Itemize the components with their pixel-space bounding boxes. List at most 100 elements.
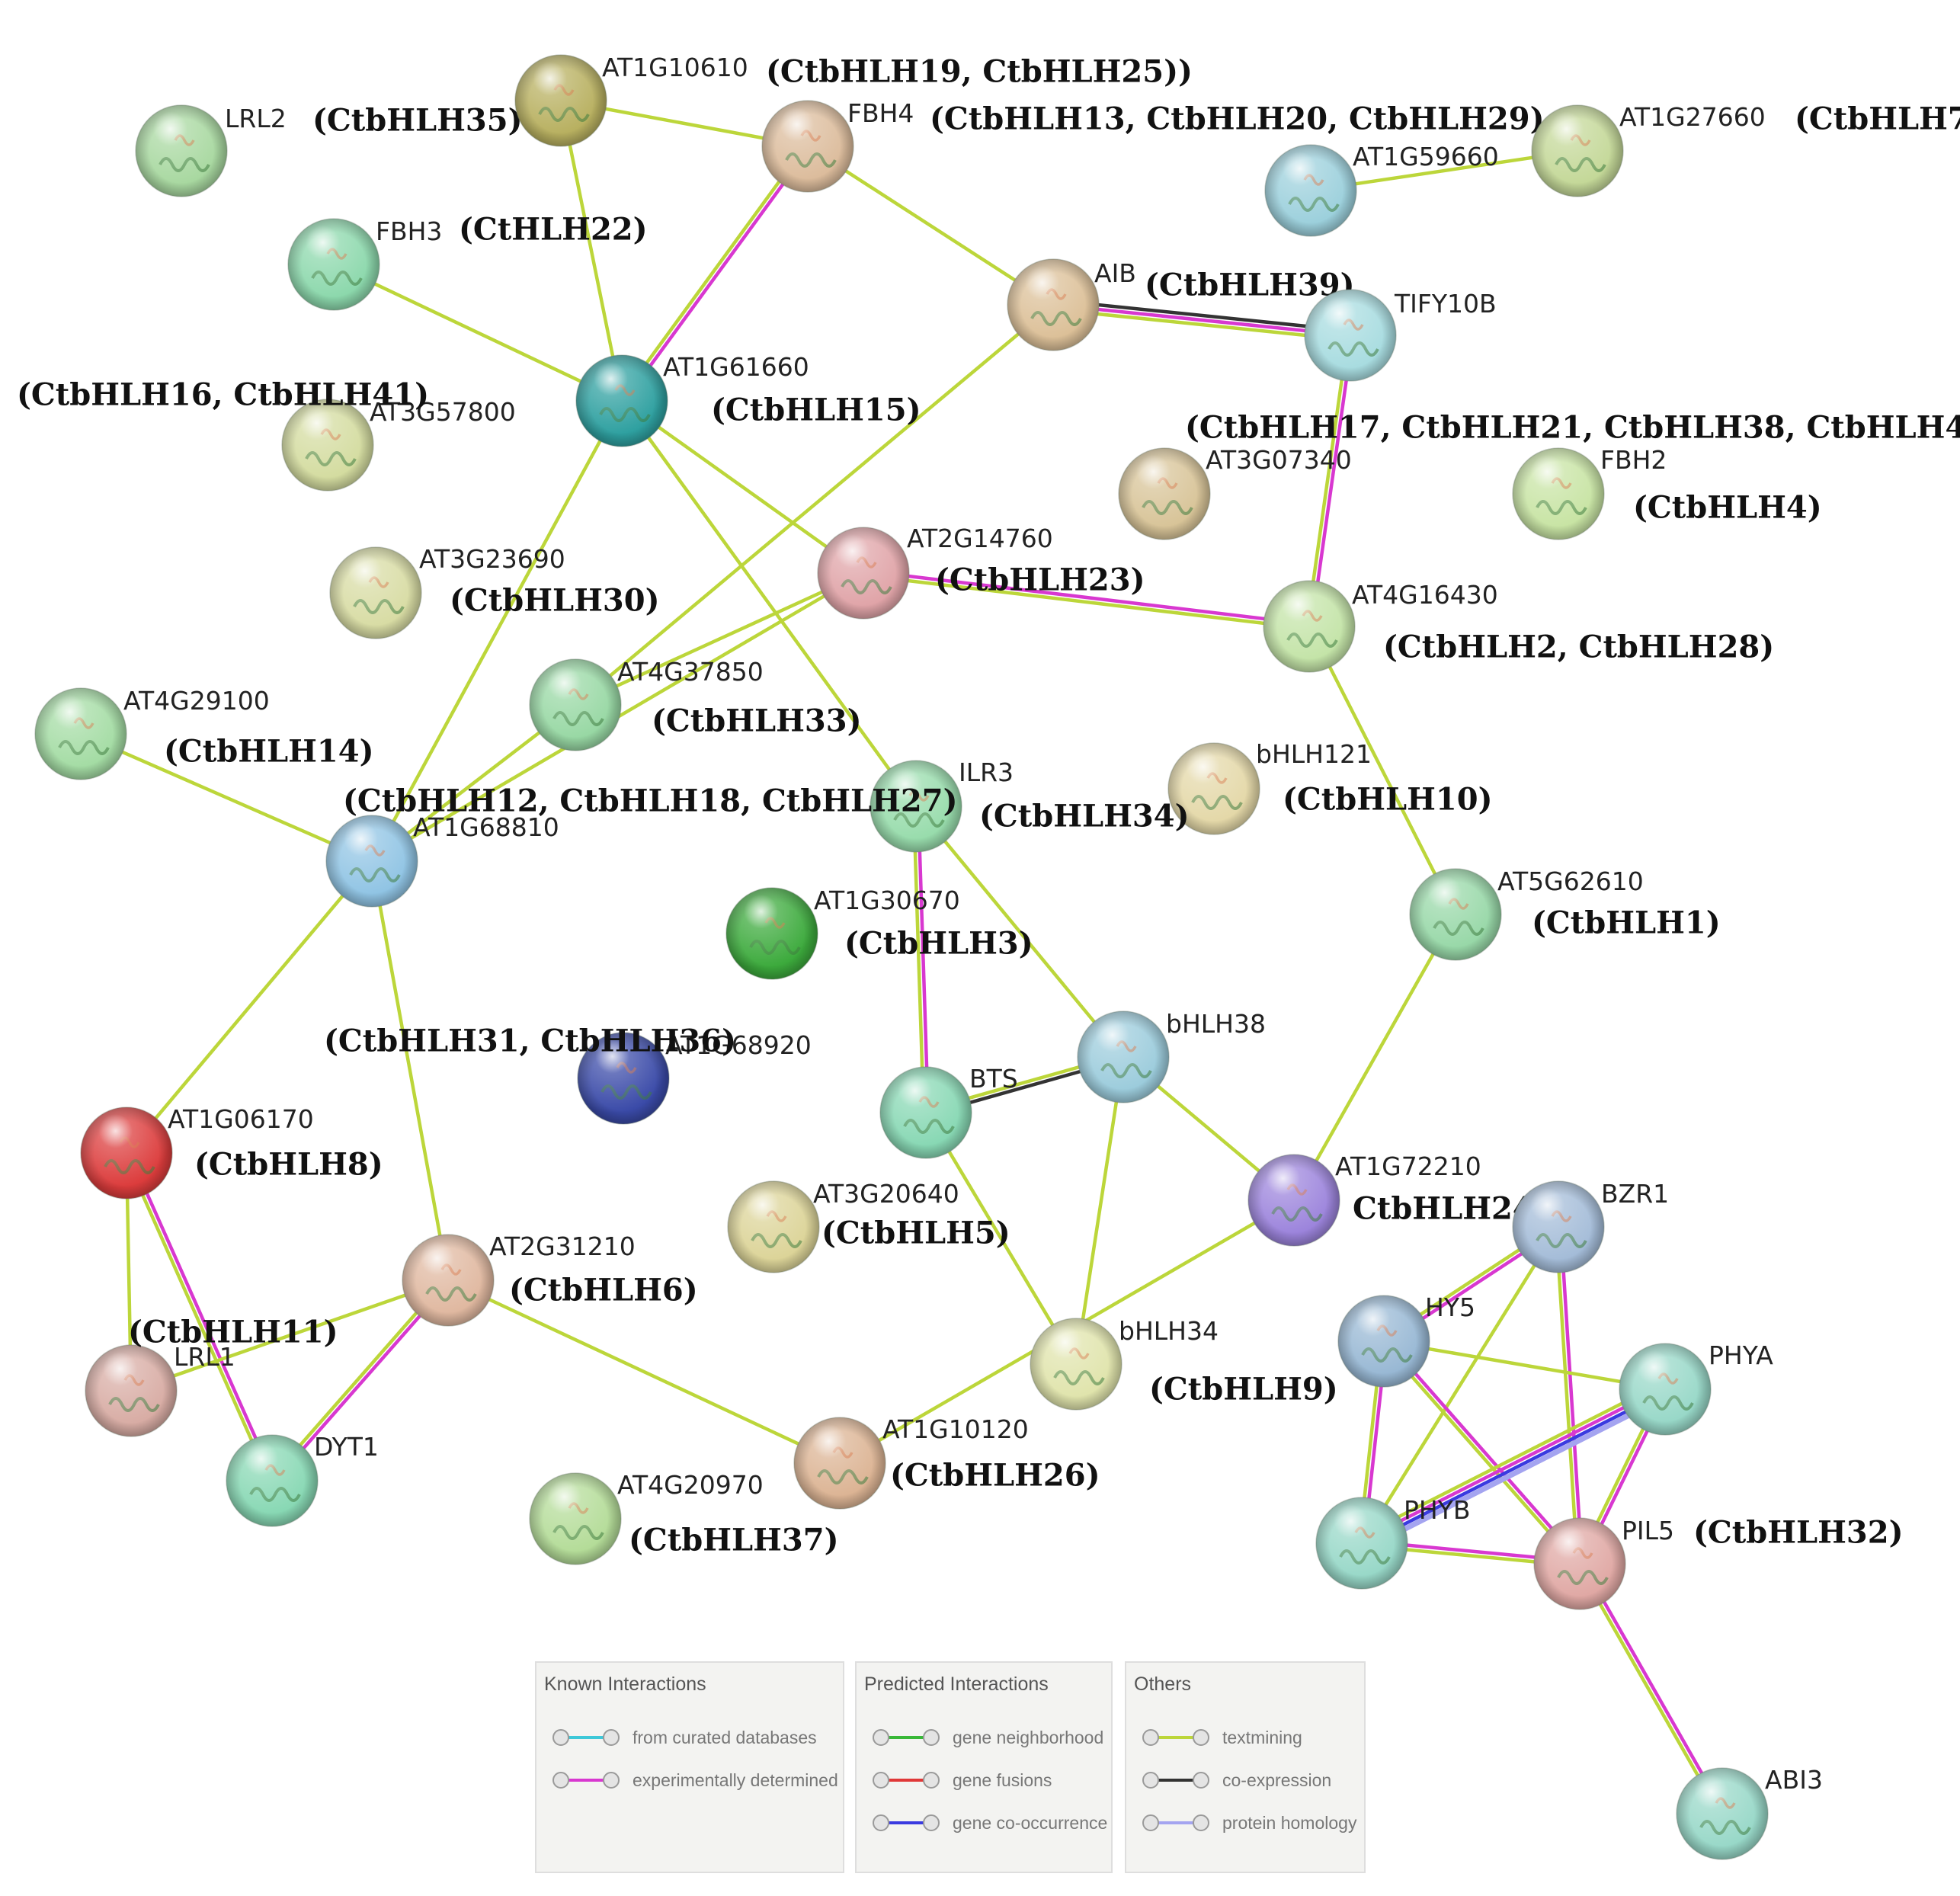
protein-node[interactable]: AT3G23690(CtbHLH30): [329, 544, 660, 639]
protein-node[interactable]: AT2G14760(CtbHLH23): [817, 524, 1145, 620]
protein-node[interactable]: PHYA: [1619, 1340, 1773, 1436]
experimental-edge: [1384, 1337, 1584, 1565]
protein-node[interactable]: AT1G59660: [1264, 142, 1499, 237]
protein-node[interactable]: bHLH34(CtbHLH9): [1030, 1316, 1338, 1411]
protein-node[interactable]: AT1G10610(CtbHLH19, CtbHLH25)): [514, 53, 1193, 147]
protein-node[interactable]: PHYB: [1315, 1495, 1471, 1590]
protein-node[interactable]: ABI3: [1676, 1765, 1823, 1860]
interaction-edge[interactable]: [1356, 1381, 1671, 1552]
protein-node[interactable]: BZR1: [1512, 1179, 1669, 1273]
interaction-edge[interactable]: [1360, 1225, 1561, 1545]
interaction-edge[interactable]: [1074, 1055, 1126, 1366]
interaction-edge[interactable]: [78, 732, 374, 863]
protein-node[interactable]: AT4G37850(CtbHLH33): [529, 657, 862, 751]
ctbhlh-annotation: (CtbHLH10): [1283, 782, 1493, 818]
ctbhlh-annotation: (CtbHLH11): [128, 1315, 338, 1350]
protein-node[interactable]: AT2G31210(CtbHLH6): [402, 1231, 698, 1327]
interaction-edge[interactable]: [1382, 1339, 1667, 1392]
protein-node[interactable]: AT1G68920(CtbHLH31, CtbHLH36): [324, 1023, 812, 1125]
interaction-edge[interactable]: [1292, 912, 1458, 1203]
interaction-edge[interactable]: [446, 1278, 842, 1465]
sphere-highlight: [575, 354, 668, 447]
interaction-edge[interactable]: [573, 571, 866, 707]
protein-node[interactable]: PIL5(CtbHLH32): [1533, 1515, 1904, 1610]
sphere-highlight: [1676, 1767, 1769, 1860]
interaction-edge[interactable]: [129, 1278, 450, 1393]
legend-label: experimentally determined: [633, 1769, 838, 1790]
swatch-node: [1142, 1729, 1159, 1746]
interaction-edge[interactable]: [573, 303, 1055, 707]
textmining-edge: [620, 399, 866, 575]
protein-node[interactable]: bHLH38: [1077, 1009, 1266, 1103]
protein-node[interactable]: TIFY10B(CtbHLH17, CtbHLH21, CtbHLH38, Ct…: [1185, 289, 1960, 446]
ctbhlh-annotation: (CtHLH22): [459, 212, 648, 248]
gene-label: AT1G59660: [1353, 142, 1499, 171]
protein-node[interactable]: AT3G07340: [1118, 445, 1352, 540]
protein-node[interactable]: AT4G29100(CtbHLH14): [34, 686, 374, 780]
protein-node[interactable]: LRL1(CtbHLH11): [85, 1315, 338, 1437]
interaction-edge[interactable]: [124, 859, 374, 1155]
interaction-edge[interactable]: [1305, 333, 1355, 629]
interaction-edge[interactable]: [914, 804, 1126, 1059]
protein-node[interactable]: AT1G10120(CtbHLH26): [793, 1414, 1100, 1510]
protein-node[interactable]: AT4G16430(CtbHLH2, CtbHLH28): [1263, 580, 1774, 673]
textmining-edge: [1051, 307, 1352, 342]
ctbhlh-annotation: (CtbHLH5): [821, 1215, 1010, 1251]
textmining-edge: [1356, 1381, 1664, 1539]
protein-node[interactable]: FBH4(CtbHLH13, CtbHLH20, CtbHLH29): [761, 98, 1545, 193]
interaction-edge[interactable]: [1307, 624, 1458, 917]
protein-node[interactable]: FBH2(CtbHLH4): [1512, 445, 1822, 540]
legend-title: Predicted Interactions: [864, 1673, 1049, 1695]
protein-node[interactable]: AT1G68810(CtbHLH12, CtbHLH18, CtbHLH27): [325, 783, 958, 908]
interaction-edge[interactable]: [620, 399, 918, 809]
protein-node[interactable]: AT1G06170(CtbHLH8): [80, 1104, 383, 1199]
protein-node[interactable]: AT5G62610(CtbHLH1): [1409, 866, 1721, 961]
protein-node[interactable]: FBH3(CtHLH22): [287, 212, 648, 311]
sphere-highlight: [1304, 289, 1397, 382]
protein-node[interactable]: HY5: [1337, 1292, 1475, 1388]
sphere-highlight: [529, 1472, 622, 1565]
ctbhlh-annotation: (CtbHLH2, CtbHLH28): [1383, 629, 1774, 665]
protein-node[interactable]: AT3G20640(CtbHLH5): [727, 1179, 1010, 1273]
protein-node[interactable]: AT4G20970(CtbHLH37): [529, 1470, 839, 1565]
sphere-highlight: [1315, 1497, 1408, 1590]
interaction-edge[interactable]: [1554, 1225, 1584, 1566]
gene-label: BZR1: [1601, 1179, 1669, 1209]
protein-node[interactable]: DYT1: [226, 1432, 379, 1527]
legend-item: gene co-occurrence: [872, 1808, 1107, 1838]
gene-label: AT1G72210: [1335, 1151, 1481, 1181]
interaction-edge[interactable]: [618, 143, 812, 405]
interaction-edge[interactable]: [1380, 1337, 1584, 1568]
sphere-highlight: [34, 687, 127, 780]
ctbhlh-annotation: (CtbHLH12, CtbHLH18, CtbHLH27): [343, 783, 958, 819]
legend-label: from curated databases: [633, 1727, 817, 1747]
protein-node[interactable]: LRL2(CtbHLH35): [135, 103, 523, 197]
interaction-edge[interactable]: [123, 1150, 276, 1484]
protein-node[interactable]: AT1G61660(CtbHLH15): [575, 352, 921, 447]
legend-item: experimentally determined: [552, 1765, 838, 1795]
interaction-edge[interactable]: [911, 804, 930, 1115]
interaction-edge[interactable]: [331, 262, 624, 403]
interaction-edge[interactable]: [559, 98, 624, 403]
protein-node[interactable]: AT1G30670(CtbHLH3): [725, 886, 1033, 980]
coexpression-edge: [1052, 298, 1353, 333]
textmining-edge: [1307, 624, 1458, 917]
interaction-edge[interactable]: [1051, 298, 1353, 342]
ctbhlh-annotation: (CtbHLH33): [652, 703, 862, 739]
protein-node[interactable]: AT1G27660(CtbHLH7): [1531, 101, 1960, 197]
interaction-edge[interactable]: [861, 568, 1311, 631]
interaction-edge[interactable]: [370, 399, 624, 863]
protein-node[interactable]: AT3G57800(CtbHLH16, CtbHLH41): [17, 377, 516, 492]
protein-node[interactable]: ILR3(CtbHLH34): [870, 757, 1190, 853]
interaction-edge[interactable]: [370, 859, 450, 1283]
interaction-edge[interactable]: [1576, 1561, 1726, 1817]
textmining-edge: [914, 804, 1126, 1059]
gene-label: AT1G27660: [1619, 102, 1766, 132]
interaction-edge[interactable]: [924, 1110, 1078, 1366]
protein-node[interactable]: AIB(CtbHLH39): [1007, 258, 1355, 351]
protein-node[interactable]: BTS: [879, 1064, 1018, 1159]
interaction-edge[interactable]: [805, 144, 1055, 307]
interaction-edge[interactable]: [620, 399, 866, 575]
protein-node[interactable]: bHLH121(CtbHLH10): [1167, 739, 1493, 835]
